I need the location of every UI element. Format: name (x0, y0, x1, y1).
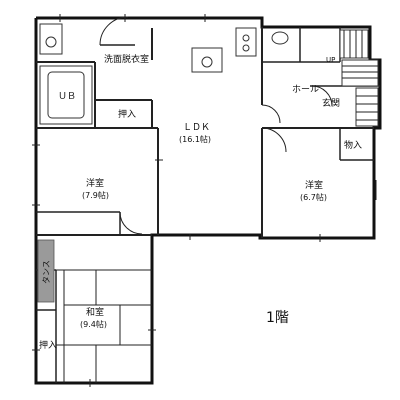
western1-name-label: 洋室 (86, 177, 104, 189)
room-labels: 洗面脱衣室 ＵＢ 押入 ＬＤＫ (16.1帖) 洋室 (7.9帖) 洋室 (6.… (39, 53, 362, 351)
western2-name-label: 洋室 (305, 179, 323, 191)
stove-burner (242, 34, 250, 42)
entrance-label: 玄関 (322, 97, 340, 109)
storage-right-label: 物入 (344, 139, 362, 151)
stove-burner (242, 44, 250, 52)
closet-bottom-label: 押入 (39, 339, 57, 351)
western2-size-label: (6.7帖) (300, 192, 327, 202)
toilet (271, 31, 289, 45)
kitchen-sink (201, 56, 213, 68)
stairs-up-label: UP (326, 56, 335, 64)
hall-label: ホール (292, 84, 319, 95)
japanese-name-label: 和室 (86, 306, 104, 318)
washbasin-bowl (45, 36, 57, 48)
western1-size-label: (7.9帖) (82, 190, 109, 200)
stove (235, 27, 257, 57)
bath-inner (47, 71, 85, 119)
ldk-size-label: (16.1帖) (179, 134, 211, 144)
japanese-size-label: (9.4帖) (80, 319, 107, 329)
window-marks (32, 14, 377, 387)
ub-label: ＵＢ (58, 92, 76, 102)
stairs (339, 29, 379, 127)
washroom-label: 洗面脱衣室 (104, 53, 149, 65)
tansu-wardrobe (37, 239, 55, 303)
fixtures (39, 23, 289, 125)
closet-small-label: 押入 (118, 108, 136, 120)
tatami-pattern (56, 269, 152, 383)
tansu-label: タンス (42, 260, 51, 284)
floor-label: 1階 (266, 310, 289, 326)
ldk-name-label: ＬＤＫ (183, 123, 210, 133)
door-swings (99, 16, 333, 235)
